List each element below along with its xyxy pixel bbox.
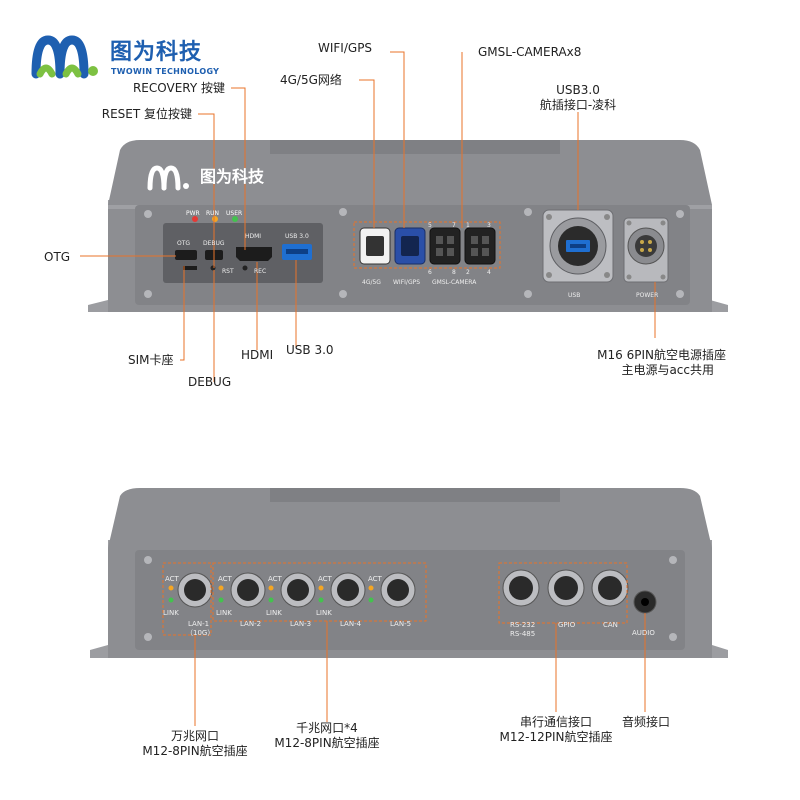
gmsl-num-4: 4	[487, 269, 491, 276]
callout-lte: 4G/5G网络	[280, 73, 342, 87]
pwr-led	[192, 216, 198, 222]
act-label-3: ACT	[268, 575, 282, 583]
callout-usb30-bottom: USB 3.0	[286, 343, 334, 357]
device-brand-text: 图为科技	[200, 167, 265, 186]
rs-label-line1: RS-232	[510, 621, 536, 629]
callout-sim: SIM卡座	[128, 353, 174, 367]
port-label-otg: OTG	[177, 240, 191, 247]
port-label-rst: RST	[222, 268, 234, 275]
otg-port[interactable]	[175, 250, 197, 260]
gmsl-num-1: 1	[466, 222, 470, 229]
led-label-pwr: PWR	[186, 210, 200, 217]
port-label-wifi: WIFI/GPS	[393, 279, 421, 286]
port-label-rec: REC	[254, 268, 267, 275]
lan-connectors	[177, 572, 416, 608]
act-label-1: ACT	[165, 575, 179, 583]
recovery-button[interactable]	[242, 265, 248, 271]
lan1-speed-label: （10G）	[186, 629, 215, 637]
link-label-1: LINK	[163, 609, 179, 617]
lan1-connector[interactable]	[177, 572, 213, 608]
callout-usb30-line2: 航插接口-凌科	[539, 98, 617, 112]
port-label-lte: 4G/5G	[362, 279, 381, 286]
front-panel-diagram	[80, 51, 728, 382]
hdmi-port[interactable]	[236, 247, 272, 261]
rear-panel-diagram	[90, 488, 728, 726]
brand-logo: 图为科技 TWOWIN TECHNOLOGY	[30, 34, 230, 82]
lan-label-1: LAN-1	[188, 620, 210, 628]
callout-power-line2: 主电源与acc共用	[621, 363, 714, 377]
gmsl-num-3: 3	[487, 222, 491, 229]
callout-lan1g-line2: M12-8PIN航空插座	[274, 736, 380, 750]
port-label-power: POWER	[636, 292, 659, 299]
callout-usb30-line1: USB3.0	[556, 83, 600, 97]
callout-lan10g-line1: 万兆网口	[170, 729, 219, 743]
callout-lan1g-line1: 千兆网口*4	[296, 721, 358, 735]
act-label-4: ACT	[318, 575, 332, 583]
callout-reset: RESET 复位按键	[101, 107, 192, 121]
sim-slot[interactable]	[183, 266, 197, 270]
callout-otg: OTG	[44, 250, 71, 264]
lan4-connector[interactable]	[330, 572, 366, 608]
port-label-usb: USB	[568, 292, 581, 299]
rs-label-line2: RS-485	[510, 630, 536, 638]
callout-gmsl: GMSL-CAMERAx8	[478, 45, 582, 59]
callout-audio: 音频接口	[622, 715, 671, 729]
gmsl-num-8: 8	[452, 269, 456, 276]
callout-wifi-gps: WIFI/GPS	[318, 41, 373, 55]
port-label-debug: DEBUG	[203, 240, 225, 247]
act-label-5: ACT	[368, 575, 382, 583]
callout-debug: DEBUG	[188, 375, 232, 389]
port-label-gmsl: GMSL-CAMERA	[432, 279, 477, 286]
lan-label-3: LAN-3	[290, 620, 312, 628]
link-label-3: LINK	[266, 609, 282, 617]
link-label-2: LINK	[216, 609, 232, 617]
can-label: CAN	[603, 621, 618, 629]
reset-button[interactable]	[210, 265, 216, 271]
lan-label-2: LAN-2	[240, 620, 262, 628]
audio-label: AUDIO	[632, 629, 655, 637]
act-label-2: ACT	[218, 575, 232, 583]
gmsl-num-2: 2	[466, 269, 470, 276]
gpio-label: GPIO	[558, 621, 576, 629]
can-connector[interactable]	[591, 569, 629, 607]
rs-connector[interactable]	[502, 569, 540, 607]
brand-mark-icon	[31, 35, 98, 79]
callout-lan10g-line2: M12-8PIN航空插座	[142, 744, 248, 758]
port-label-hdmi: HDMI	[245, 233, 262, 240]
user-led	[232, 216, 238, 222]
callout-power-line1: M16 6PIN航空电源插座	[597, 348, 726, 362]
port-label-usb30: USB 3.0	[285, 233, 309, 240]
lan3-connector[interactable]	[280, 572, 316, 608]
lan5-connector[interactable]	[380, 572, 416, 608]
brand-name-cn: 图为科技	[110, 40, 203, 65]
audio-jack[interactable]	[633, 590, 657, 614]
lan-label-5: LAN-5	[390, 620, 412, 628]
gmsl-num-7: 7	[452, 222, 456, 229]
device-logo-icon	[147, 165, 189, 191]
link-label-4: LINK	[316, 609, 332, 617]
callout-recovery: RECOVERY 按键	[132, 81, 225, 95]
led-label-run: RUN	[206, 210, 220, 217]
callout-hdmi: HDMI	[241, 348, 274, 362]
brand-name-en: TWOWIN TECHNOLOGY	[111, 67, 220, 76]
gmsl-num-6: 6	[428, 269, 432, 276]
lan-label-4: LAN-4	[340, 620, 362, 628]
callout-serial-line1: 串行通信接口	[519, 715, 592, 729]
callout-serial-line2: M12-12PIN航空插座	[499, 730, 613, 744]
gmsl-num-5: 5	[428, 222, 432, 229]
gpio-connector[interactable]	[547, 569, 585, 607]
led-label-user: USER	[226, 210, 243, 217]
lan2-connector[interactable]	[230, 572, 266, 608]
